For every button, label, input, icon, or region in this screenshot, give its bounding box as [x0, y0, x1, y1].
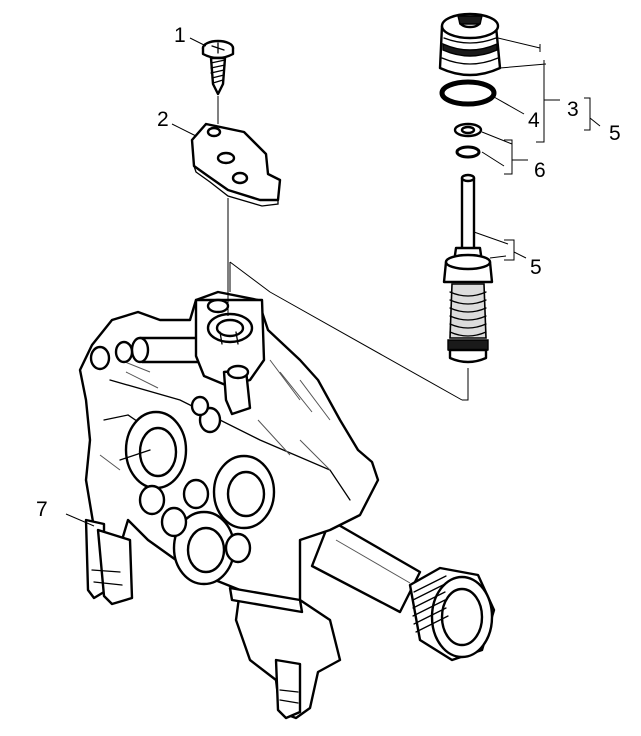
callout-1: 1 [174, 24, 186, 47]
o-ring-small [455, 145, 481, 159]
callout-2: 2 [157, 108, 169, 131]
valve-stem-assembly [442, 173, 494, 364]
leader-lines [65, 37, 601, 527]
small-washer [453, 122, 483, 138]
callout-7: 7 [36, 498, 48, 521]
callout-4: 4 [528, 109, 540, 132]
callout-5-lower: 5 [530, 256, 542, 279]
threaded-outlet-fitting [408, 566, 496, 662]
bracket-plate [190, 122, 282, 207]
screw [201, 39, 235, 96]
valve-cap [438, 12, 502, 77]
callout-3: 3 [567, 98, 579, 121]
callout-6: 6 [534, 159, 546, 182]
callout-5-top: 5 [609, 122, 621, 145]
pump-housing [78, 290, 496, 720]
o-ring-large [439, 79, 497, 107]
assembly-line-valve [229, 261, 469, 401]
